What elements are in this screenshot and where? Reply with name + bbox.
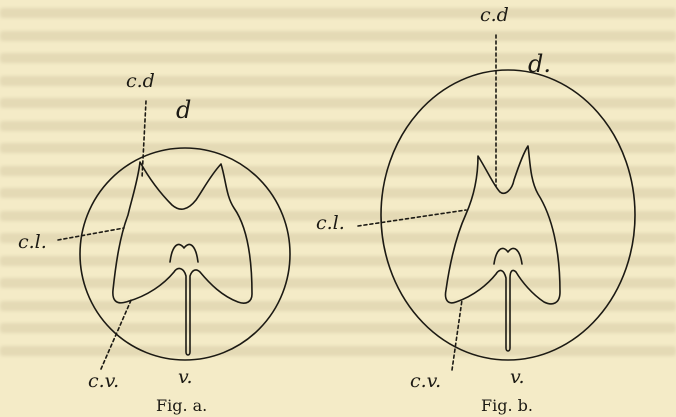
fig-a-outer-circle bbox=[80, 148, 290, 360]
fig-b-caption: Fig. b. bbox=[481, 396, 533, 415]
fig-a-cv-leader bbox=[101, 298, 132, 369]
fig-b-label-d: d. bbox=[528, 52, 551, 76]
fig-a-label-cd: c.d bbox=[126, 72, 155, 91]
fig-b-outer-circle bbox=[381, 70, 635, 360]
fig-a-caption: Fig. a. bbox=[156, 396, 207, 415]
fig-a-label-cl: c.l. bbox=[18, 233, 47, 252]
fig-a-cl-leader bbox=[58, 228, 124, 240]
fig-a-grey-matter bbox=[113, 162, 252, 355]
fig-a-label-cv: c.v. bbox=[88, 372, 119, 391]
fig-b-label-cd: c.d bbox=[480, 6, 509, 25]
fig-b-label-cl: c.l. bbox=[316, 214, 345, 233]
fig-a-label-d: d bbox=[176, 98, 191, 122]
fig-b-cv-leader bbox=[452, 300, 462, 370]
fig-b-grey-matter bbox=[445, 146, 560, 351]
fig-b-cl-leader bbox=[358, 210, 466, 226]
fig-b-label-v: v. bbox=[510, 368, 525, 387]
fig-a-label-v: v. bbox=[178, 368, 193, 387]
fig-b-label-cv: c.v. bbox=[410, 372, 441, 391]
fig-a-cd-leader bbox=[142, 101, 146, 178]
